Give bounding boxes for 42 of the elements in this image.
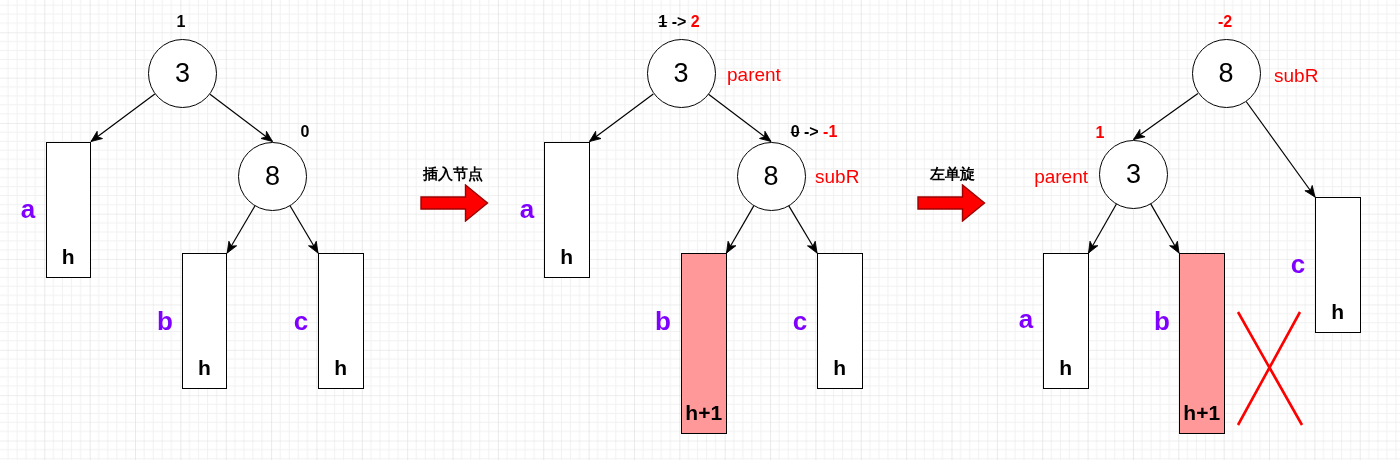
subtree-box: h xyxy=(45,141,91,278)
arrow xyxy=(289,205,319,254)
arrow xyxy=(725,205,755,254)
balance-factor: 1 xyxy=(1095,125,1105,142)
subtree-label: c xyxy=(792,307,808,334)
subtree-box: h+1 xyxy=(681,253,727,434)
balance-factor: 1 xyxy=(176,14,186,31)
arrow xyxy=(1245,100,1316,198)
arrow xyxy=(1087,203,1117,254)
subtree-label: b xyxy=(655,307,671,334)
arrow xyxy=(788,205,818,254)
arrow xyxy=(1132,92,1199,141)
balance-factor: 0 xyxy=(300,124,310,141)
subtree-box: h+1 xyxy=(1179,253,1225,434)
subtree-label: b xyxy=(1154,307,1170,334)
subtree-label: c xyxy=(293,307,309,334)
subtree-label: a xyxy=(1018,305,1034,332)
balance-factor: -2 xyxy=(1217,14,1233,31)
pointer-label: parent xyxy=(1034,166,1088,186)
subtree-box: h xyxy=(181,253,228,389)
subtree-box: h xyxy=(817,253,863,389)
step-label: 左单旋 xyxy=(929,167,975,183)
arrow xyxy=(588,93,654,143)
step-label: 插入节点 xyxy=(423,167,483,183)
balance-factor: 1 -> 2 xyxy=(658,14,700,31)
arrow xyxy=(707,93,772,143)
subtree-box: h xyxy=(544,141,590,278)
arrow xyxy=(209,93,274,143)
balance-factor: 0 -> -1 xyxy=(790,124,838,141)
subtree-label: a xyxy=(519,195,535,222)
pointer-label: subR xyxy=(1274,65,1319,85)
arrow xyxy=(90,93,156,143)
arrow xyxy=(1150,203,1180,254)
pointer-label: subR xyxy=(815,166,860,186)
subtree-box: h xyxy=(1043,253,1089,389)
arrow xyxy=(226,205,256,254)
subtree-box: h xyxy=(1315,197,1361,333)
pointer-label: parent xyxy=(727,64,781,84)
subtree-box: h xyxy=(318,253,364,389)
subtree-label: a xyxy=(20,195,36,222)
subtree-label: b xyxy=(157,307,173,334)
subtree-label: c xyxy=(1290,250,1306,277)
